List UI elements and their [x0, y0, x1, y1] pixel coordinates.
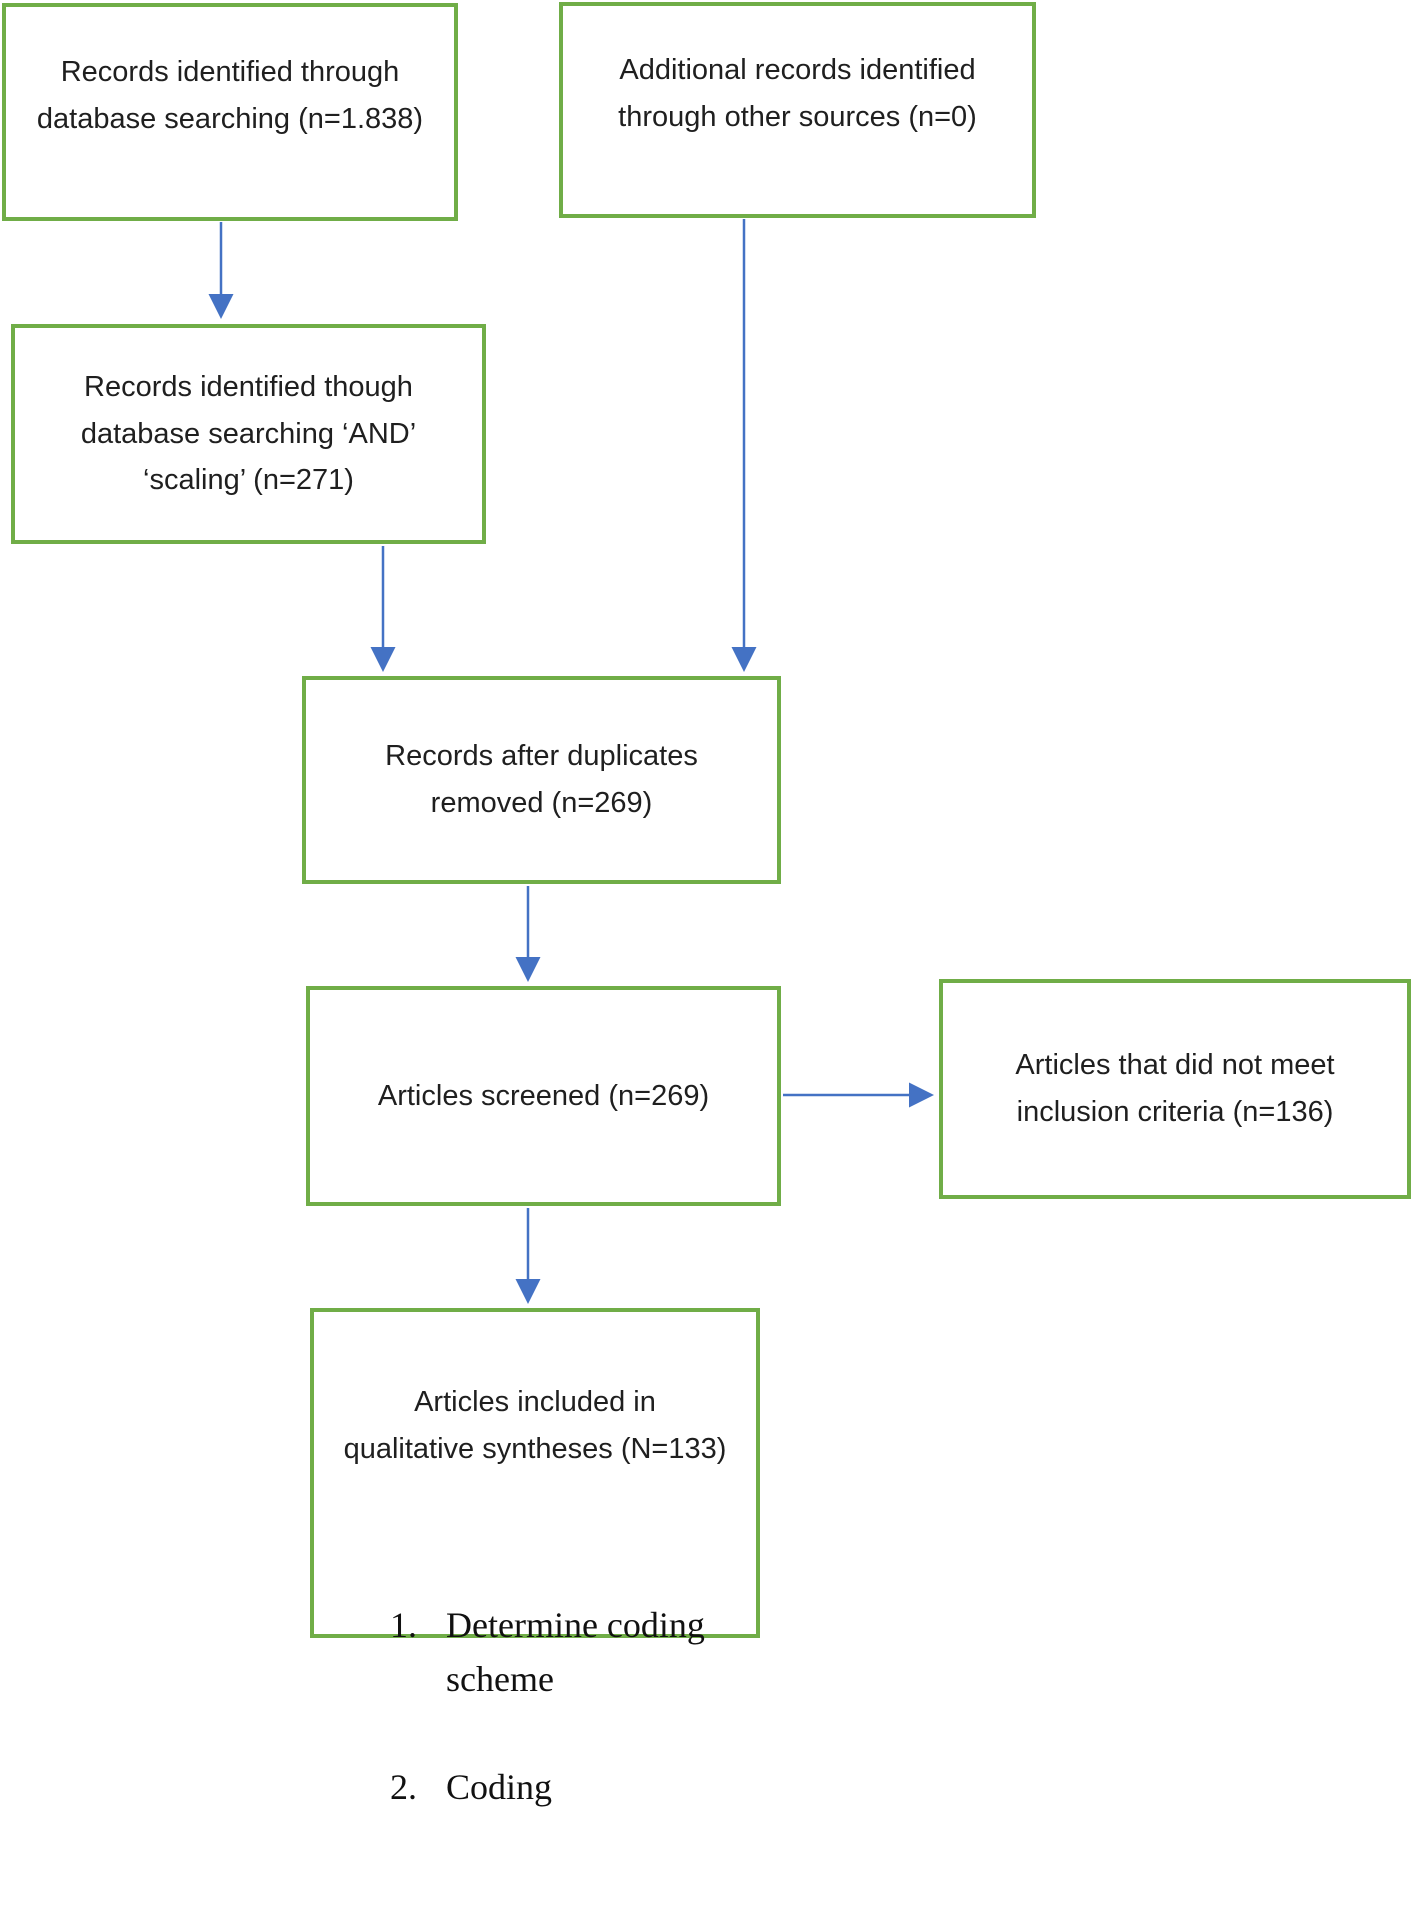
box-additional-records: Additional records identified through ot… — [559, 2, 1036, 218]
box-excluded-articles: Articles that did not meet inclusion cri… — [939, 979, 1411, 1199]
prisma-flow-diagram: Records identified through database sear… — [2, 2, 1411, 1807]
box-duplicates-removed: Records after duplicates removed (n=269) — [302, 676, 781, 884]
list-item-text: Determine coding scheme — [446, 1604, 705, 1699]
box-articles-screened-text: Articles screened (n=269) — [377, 1079, 710, 1112]
box-additional-records-text: Additional records identified through ot… — [618, 54, 977, 133]
box-duplicates-removed-text: Records after duplicates removed (n=269) — [385, 740, 698, 819]
list-item-number: 2. — [390, 1766, 417, 1807]
qualitative-synthesis-steps: 1. Determine coding scheme 2. Coding — [390, 1544, 756, 1868]
list-item-text: Coding — [446, 1766, 553, 1807]
box-qualitative-synthesis: Articles included in qualitative synthes… — [310, 1308, 760, 1807]
box-records-identified: Records identified through database sear… — [2, 3, 458, 221]
list-item-number: 1. — [390, 1604, 417, 1645]
list-item: 1. Determine coding scheme — [390, 1598, 756, 1706]
box-records-identified-text: Records identified through database sear… — [36, 56, 424, 135]
box-articles-screened: Articles screened (n=269) — [306, 986, 781, 1206]
box-qualitative-synthesis-title: Articles included in qualitative synthes… — [343, 1385, 727, 1465]
box-records-scaling-text: Records identified though database searc… — [80, 370, 417, 497]
list-item: 2. Coding — [390, 1760, 756, 1814]
box-records-scaling: Records identified though database searc… — [11, 324, 486, 544]
box-excluded-articles-text: Articles that did not meet inclusion cri… — [1015, 1049, 1335, 1128]
